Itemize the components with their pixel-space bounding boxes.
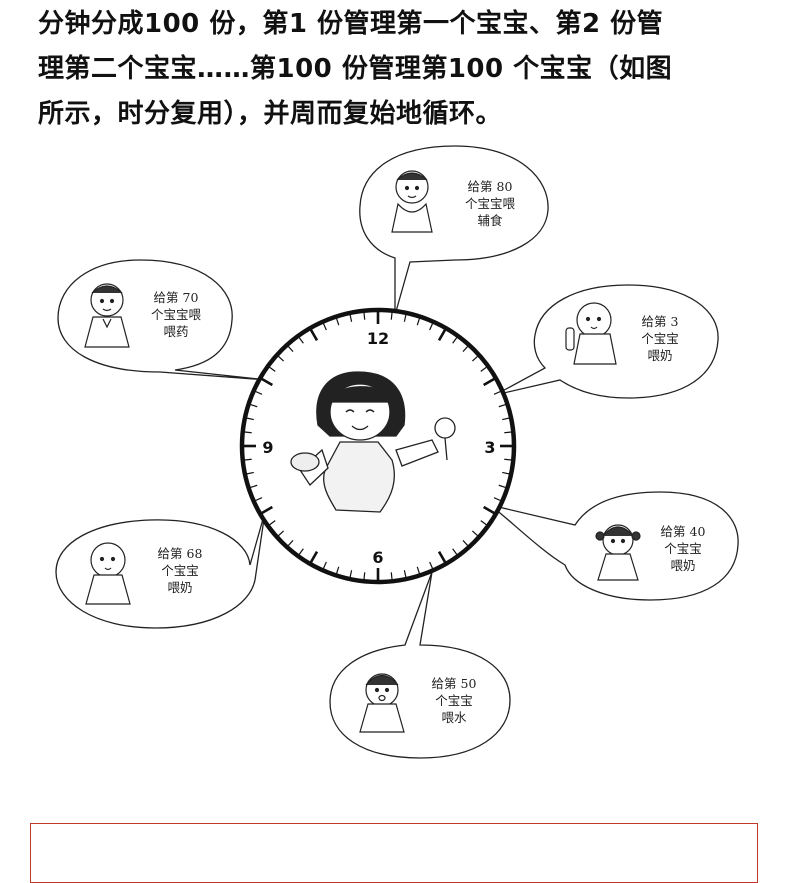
clock-tick: [250, 404, 258, 408]
clock-tick: [437, 329, 447, 341]
clock-tick: [416, 318, 420, 326]
clock-tick: [269, 366, 276, 372]
bubble-80-line: 个宝宝喂: [465, 196, 516, 211]
clock-tick: [255, 390, 263, 395]
clock-tick: [298, 548, 304, 555]
baby-68-icon: [85, 542, 131, 605]
bubble-70-line: 个宝宝喂: [151, 307, 202, 322]
paragraph-line-2: 理第二个宝宝……第100 份管理第100 个宝宝（如图: [38, 54, 673, 84]
bubble-80-line: 辅食: [477, 213, 503, 228]
clock-tick: [480, 366, 487, 372]
clock-tick: [403, 314, 407, 322]
clock-tick: [462, 346, 469, 353]
clock-tick: [493, 390, 501, 395]
clock-tick: [269, 520, 276, 526]
bubble-3-line: 个宝宝: [641, 331, 679, 346]
clock-tick: [429, 561, 434, 569]
clock-tick: [246, 417, 254, 421]
clock-tick: [336, 318, 340, 326]
baby-80-icon: [391, 170, 433, 233]
bottom-frame: [30, 823, 758, 883]
clock-tick: [462, 539, 469, 546]
bubble-50-line: 个宝宝: [435, 693, 473, 708]
clock-tick: [322, 561, 327, 569]
clock-tick: [498, 404, 506, 408]
bubble-80: [359, 145, 549, 316]
bubble-40-line: 个宝宝: [664, 541, 702, 556]
paragraph-line-3: 所示，时分复用），并周而复始地循环。: [38, 99, 503, 129]
bubble-3-line: 喂奶: [647, 348, 672, 363]
bubble-50-line: 喂水: [441, 710, 467, 725]
clock-tick: [390, 312, 393, 320]
bubble-70-line: 喂药: [163, 324, 188, 339]
clock-tick: [246, 471, 254, 475]
clock-tick: [349, 314, 353, 322]
clock-tick: [498, 484, 506, 488]
clock-tick: [471, 530, 478, 537]
clock-tick: [483, 505, 495, 515]
bubble-70-line: 给第 70: [154, 290, 199, 305]
bubble-68-line: 喂奶: [167, 580, 192, 595]
clock-tick: [349, 570, 353, 578]
clock-tick: [287, 539, 294, 546]
body-paragraph: 分钟分成100 份，第1 份管理第一个宝宝、第2 份管 理第二个宝宝……第100…: [38, 0, 758, 137]
clock-tick: [244, 431, 252, 434]
clock-tick: [452, 337, 458, 344]
clock-tick: [493, 497, 501, 502]
clock-tick: [261, 377, 273, 387]
paragraph-line-1: 分钟分成100 份，第1 份管理第一个宝宝、第2 份管: [38, 9, 664, 39]
clock-tick: [452, 548, 458, 555]
clock-tick: [322, 323, 327, 331]
clock-number-6: 6: [372, 548, 383, 567]
clock-tick: [504, 458, 512, 461]
clock-tick: [502, 471, 510, 475]
bubble-68-line: 个宝宝: [161, 563, 199, 578]
clock-tick: [250, 484, 258, 488]
clock-tick: [309, 329, 319, 341]
clock-number-9: 9: [262, 438, 273, 457]
baby-70-icon: [84, 283, 130, 348]
bubble-68-line: 给第 68: [158, 546, 203, 561]
clock-tick: [480, 520, 487, 526]
clock-tick: [437, 551, 447, 563]
clock-tick: [278, 530, 285, 537]
clock-tick: [363, 572, 366, 580]
clock-tick: [416, 566, 420, 574]
clock-tick: [309, 551, 319, 563]
baby-40-icon: [595, 524, 641, 581]
bubble-50-line: 给第 50: [432, 676, 477, 691]
baby-3-icon: [565, 302, 617, 365]
clock-number-12: 12: [367, 329, 389, 348]
clock-tick: [471, 355, 478, 362]
clock-tick: [504, 431, 512, 434]
bubble-50: [329, 571, 511, 759]
bubble-3-line: 给第 3: [642, 314, 679, 329]
clock-tick: [403, 570, 407, 578]
clock-tick: [287, 346, 294, 353]
clock-tick: [255, 497, 263, 502]
clock-tick: [483, 377, 495, 387]
clock-tick: [429, 323, 434, 331]
bubble-40-line: 给第 40: [661, 524, 706, 539]
clock-tick: [298, 337, 304, 344]
clock-tick: [363, 312, 366, 320]
clock-tick: [261, 505, 273, 515]
clock-number-3: 3: [484, 438, 495, 457]
baby-50-icon: [359, 673, 405, 733]
clock-tick: [336, 566, 340, 574]
clock-tick: [244, 458, 252, 461]
clock-tick: [390, 572, 393, 580]
clock-tick: [502, 417, 510, 421]
mother-figure: [290, 371, 456, 513]
bubble-40-line: 喂奶: [670, 558, 695, 573]
bubble-80-line: 给第 80: [468, 179, 513, 194]
clock-tick: [278, 355, 285, 362]
